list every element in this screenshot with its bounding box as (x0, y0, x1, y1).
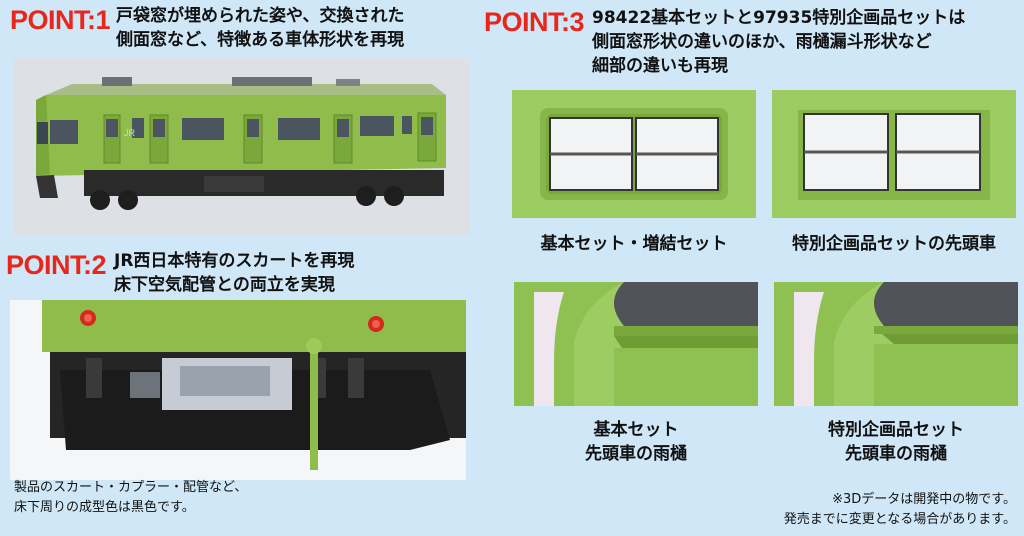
point3-label: POINT:3 (484, 7, 585, 37)
caption-gutter-basic-line-1: 基本セット (593, 420, 679, 440)
point3-line-2: 側面窓形状の違いのほか、雨樋漏斗形状など (592, 32, 932, 52)
window-special-render (772, 90, 1016, 218)
caption-gutter-special: 特別企画品セット 先頭車の雨樋 (774, 418, 1018, 466)
point2-description: JR西日本特有のスカートを再現 床下空気配管との両立を実現 (114, 249, 354, 297)
footnote-line-2: 発売までに変更となる場合があります。 (783, 512, 1016, 527)
point1-label: POINT:1 (10, 5, 111, 35)
caption-gutter-basic-line-2: 先頭車の雨樋 (585, 444, 687, 464)
caption-window-special: 特別企画品セットの先頭車 (792, 234, 996, 254)
point1-description: 戸袋窓が埋められた姿や、交換された 側面窓など、特徴ある車体形状を再現 (116, 4, 405, 52)
gutter-basic-render (514, 282, 758, 406)
point3-line-1: 98422基本セットと97935特別企画品セットは (592, 8, 966, 28)
underfloor-render (10, 300, 466, 480)
point2-note: 製品のスカート・カプラー・配管など、 床下周りの成型色は黒色です。 (14, 478, 247, 518)
caption-window-basic: 基本セット・増結セット (540, 234, 728, 254)
point2-note-line-1: 製品のスカート・カプラー・配管など、 (14, 480, 248, 495)
point3-line-3: 細部の違いも再現 (592, 56, 728, 76)
caption-gutter-basic: 基本セット 先頭車の雨樋 (514, 418, 758, 466)
point2-line-2: 床下空気配管との両立を実現 (114, 275, 335, 295)
jr-logo: JR (124, 128, 136, 138)
point1-line-1: 戸袋窓が埋められた姿や、交換された (116, 6, 405, 26)
point3-description: 98422基本セットと97935特別企画品セットは 側面窓形状の違いのほか、雨樋… (592, 6, 965, 78)
window-basic-render (512, 90, 756, 218)
train-side-render: JR (14, 58, 470, 236)
caption-gutter-special-line-2: 先頭車の雨樋 (845, 444, 947, 464)
point1-line-2: 側面窓など、特徴ある車体形状を再現 (116, 30, 405, 50)
point2-note-line-2: 床下周りの成型色は黒色です。 (14, 500, 195, 515)
footnote: ※3Dデータは開発中の物です。 発売までに変更となる場合があります。 (720, 490, 1016, 530)
point2-label: POINT:2 (6, 250, 107, 280)
caption-gutter-special-line-1: 特別企画品セット (828, 420, 964, 440)
gutter-special-render (774, 282, 1018, 406)
footnote-line-1: ※3Dデータは開発中の物です。 (832, 492, 1016, 507)
point2-line-1: JR西日本特有のスカートを再現 (114, 251, 355, 271)
